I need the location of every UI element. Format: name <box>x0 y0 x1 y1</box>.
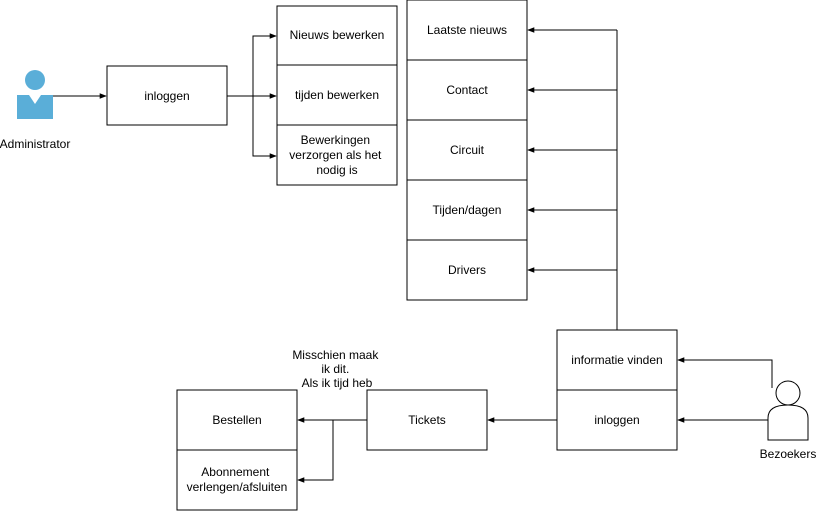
edge-tickets-to-abonnement <box>297 420 334 483</box>
svg-text:inloggen: inloggen <box>594 413 639 427</box>
admin-login-box[interactable]: inloggen <box>106 65 228 126</box>
edge-login-to-bewerkingen <box>252 96 277 159</box>
svg-text:Drivers: Drivers <box>448 263 486 277</box>
svg-text:Nieuws bewerken: Nieuws bewerken <box>290 28 385 42</box>
site-page-laatste-nieuws[interactable]: Laatste nieuws <box>406 0 528 61</box>
visitor-login-box[interactable]: inloggen <box>556 389 678 451</box>
admin-action-tijden-bewerken[interactable]: tijden bewerken <box>276 64 398 126</box>
edge-login-to-nieuws-bewerken <box>227 33 277 97</box>
administrator-icon <box>17 70 53 119</box>
admin-login-label: inloggen <box>144 89 189 103</box>
tickets-box[interactable]: Tickets <box>366 389 488 451</box>
svg-text:informatie vinden: informatie vinden <box>571 353 662 367</box>
svg-text:Tijden/dagen: Tijden/dagen <box>433 203 502 217</box>
svg-text:Bestellen: Bestellen <box>212 413 261 427</box>
svg-text:Contact: Contact <box>446 83 488 97</box>
svg-text:tijden bewerken: tijden bewerken <box>295 88 379 102</box>
note-text: Misschien maak ik dit. Als ik tijd heb <box>292 348 381 390</box>
ticket-option-bestellen[interactable]: Bestellen <box>176 389 298 451</box>
ticket-option-abonnement[interactable]: Abonnement verlengen/afsluiten <box>176 449 298 511</box>
bezoekers-label: Bezoekers <box>760 447 817 461</box>
administrator-label: Administrator <box>0 137 70 151</box>
bewerkingen-label: Bewerkingen verzorgen als het nodig is <box>289 133 384 177</box>
svg-text:Laatste nieuws: Laatste nieuws <box>427 23 507 37</box>
bezoekers-icon <box>767 380 809 441</box>
abonnement-label: Abonnement verlengen/afsluiten <box>187 465 288 494</box>
visitor-find-info-box[interactable]: informatie vinden <box>556 329 678 391</box>
site-page-drivers[interactable]: Drivers <box>406 239 528 301</box>
site-page-contact[interactable]: Contact <box>406 59 528 121</box>
svg-text:Tickets: Tickets <box>408 413 446 427</box>
svg-text:Circuit: Circuit <box>450 143 485 157</box>
site-page-circuit[interactable]: Circuit <box>406 119 528 181</box>
edge-bezoekers-to-info <box>677 357 773 388</box>
site-page-tijden-dagen[interactable]: Tijden/dagen <box>406 179 528 241</box>
admin-action-bewerkingen-verzorgen[interactable]: Bewerkingen verzorgen als het nodig is <box>276 124 398 186</box>
admin-action-nieuws-bewerken[interactable]: Nieuws bewerken <box>276 5 398 66</box>
